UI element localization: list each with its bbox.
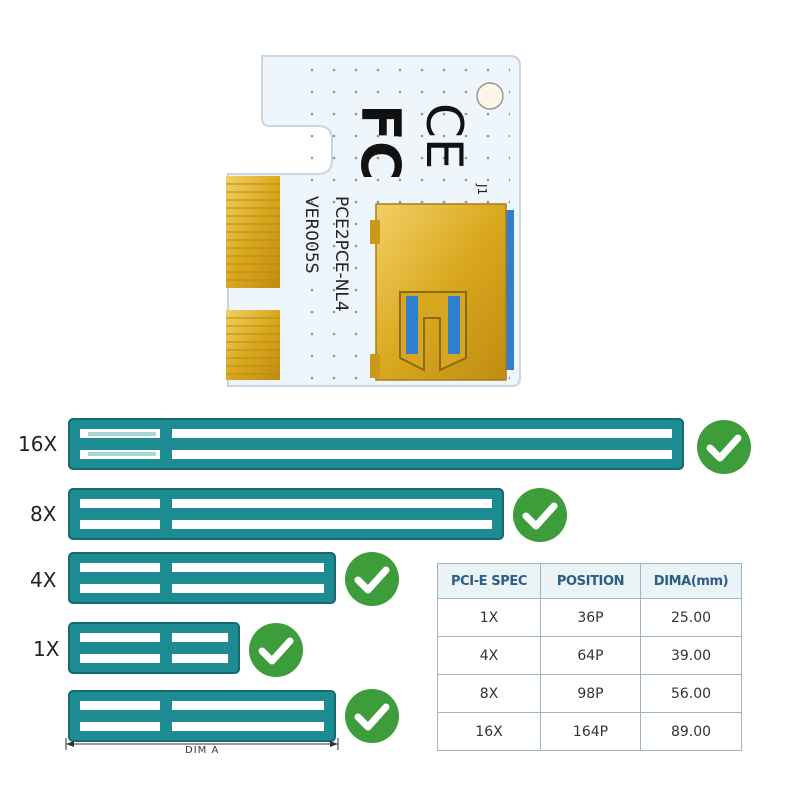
table-cell: 36P: [540, 598, 641, 637]
table-header: DIMA(mm): [640, 563, 742, 599]
pcie-spec-table: PCI-E SPEC POSITION DIMA(mm) 1X 36P 25.0…: [437, 563, 742, 751]
slot-label-8x: 8X: [30, 502, 57, 526]
table-cell: 8X: [437, 674, 541, 713]
table-row: 8X 98P 56.00: [437, 674, 742, 713]
check-icon-1x: [249, 623, 303, 677]
table-cell: 4X: [437, 636, 541, 675]
slot-label-16x: 16X: [18, 432, 58, 456]
board-version-text: VER005S: [301, 196, 321, 273]
check-icon-8x: [513, 488, 567, 542]
table-row: 4X 64P 39.00: [437, 636, 742, 675]
pcie-slot-1x: [68, 622, 240, 674]
table-cell: 25.00: [640, 598, 742, 637]
svg-text:CE: CE: [415, 103, 473, 170]
fcc-logo: FC: [349, 104, 412, 181]
table-cell: 56.00: [640, 674, 742, 713]
mounting-hole: [476, 82, 504, 110]
table-row: 1X 36P 25.00: [437, 598, 742, 637]
table-header: POSITION: [540, 563, 641, 599]
table-cell: 98P: [540, 674, 641, 713]
table-cell: 89.00: [640, 712, 742, 751]
slot-label-1x: 1X: [33, 637, 60, 661]
ce-logo: CE: [415, 103, 473, 170]
dimension-line: [65, 738, 339, 750]
dimension-label: DIM A: [185, 745, 220, 756]
slot-label-4x: 4X: [30, 568, 57, 592]
table-cell: 1X: [437, 598, 541, 637]
table-header: PCI-E SPEC: [437, 563, 541, 599]
table-cell: 16X: [437, 712, 541, 751]
check-icon-16x: [697, 420, 751, 474]
check-icon-dimension: [345, 689, 399, 743]
table-cell: 64P: [540, 636, 641, 675]
check-icon-4x: [345, 552, 399, 606]
svg-text:FC: FC: [349, 104, 412, 181]
table-cell: 39.00: [640, 636, 742, 675]
gold-fingers-lower: [226, 310, 280, 380]
board-model-text: PCE2PCE-NL4: [331, 196, 351, 312]
pcie-slot-dimension: [68, 690, 336, 742]
pcie-slot-8x: [68, 488, 504, 540]
pcie-slot-16x: [68, 418, 684, 470]
connector-label: J1: [475, 183, 489, 195]
pcie-slot-4x: [68, 552, 336, 604]
riser-board-illustration: FC CE PCE2PCE-NL4 VER005S J1: [226, 55, 521, 387]
table-header-row: PCI-E SPEC POSITION DIMA(mm): [437, 563, 742, 599]
table-cell: 164P: [540, 712, 641, 751]
usb3-connector: [370, 203, 514, 381]
table-row: 16X 164P 89.00: [437, 712, 742, 751]
